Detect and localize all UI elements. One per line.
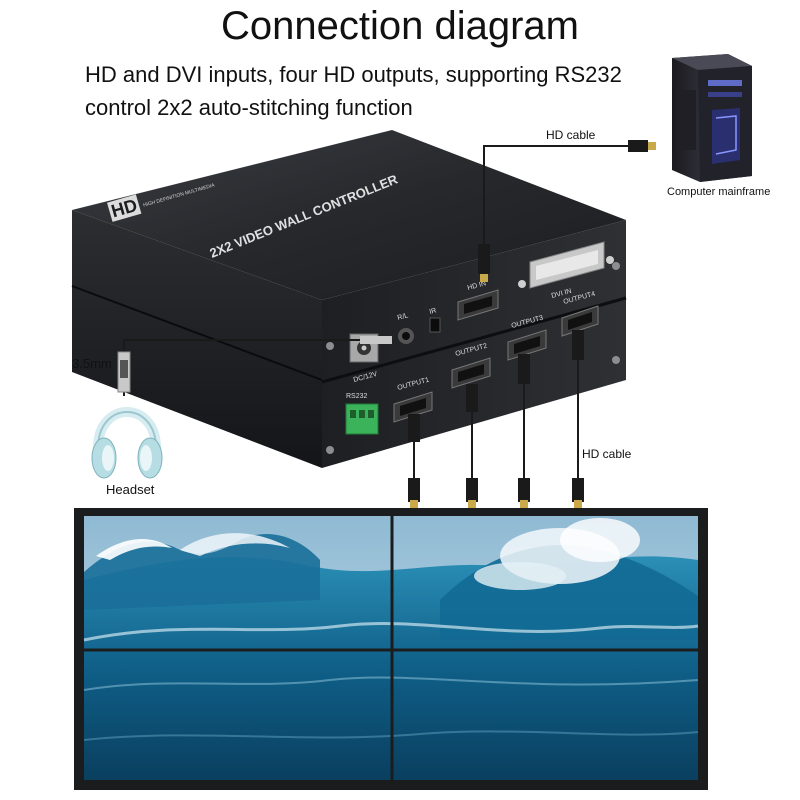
output2-cable <box>466 384 478 508</box>
rs232-label: RS232 <box>346 393 368 400</box>
output-cables <box>408 330 584 508</box>
dvi-in-port[interactable] <box>518 241 614 289</box>
ir-port[interactable] <box>429 317 441 333</box>
page-subtitle: HD and DVI inputs, four HD outputs, supp… <box>85 58 645 124</box>
headset-icon <box>91 407 163 479</box>
rl-label: R/L <box>397 312 409 322</box>
hd-input-cable <box>478 140 656 282</box>
headset-label: Headset <box>106 482 155 497</box>
hd-logo-mark <box>107 194 142 222</box>
output4-port[interactable] <box>561 305 599 337</box>
output1-port[interactable] <box>393 391 433 423</box>
audio-cable <box>117 336 392 396</box>
ir-label: IR <box>429 307 438 316</box>
computer-icon <box>672 54 752 182</box>
hd-cable-bottom-label: HD cable <box>582 447 632 461</box>
rs232-terminal[interactable] <box>345 403 379 435</box>
audio-rl-port[interactable] <box>398 328 414 344</box>
output2-port[interactable] <box>451 357 491 389</box>
subtitle-line-2: control 2x2 auto-stitching function <box>85 95 413 120</box>
video-wall <box>74 508 708 790</box>
output4-cable <box>572 330 584 508</box>
output1-cable <box>408 414 420 508</box>
audio-jack-label: 3.5mm <box>72 356 112 371</box>
hd-in-port[interactable] <box>457 289 499 321</box>
page-title: Connection diagram <box>221 4 579 48</box>
hd-in-label: HD IN <box>467 280 487 292</box>
output3-cable <box>518 354 530 508</box>
output3-port[interactable] <box>507 329 547 361</box>
computer-label: Computer mainframe <box>667 186 770 198</box>
subtitle-line-1: HD and DVI inputs, four HD outputs, supp… <box>85 62 622 87</box>
hd-cable-top-label: HD cable <box>546 128 596 142</box>
